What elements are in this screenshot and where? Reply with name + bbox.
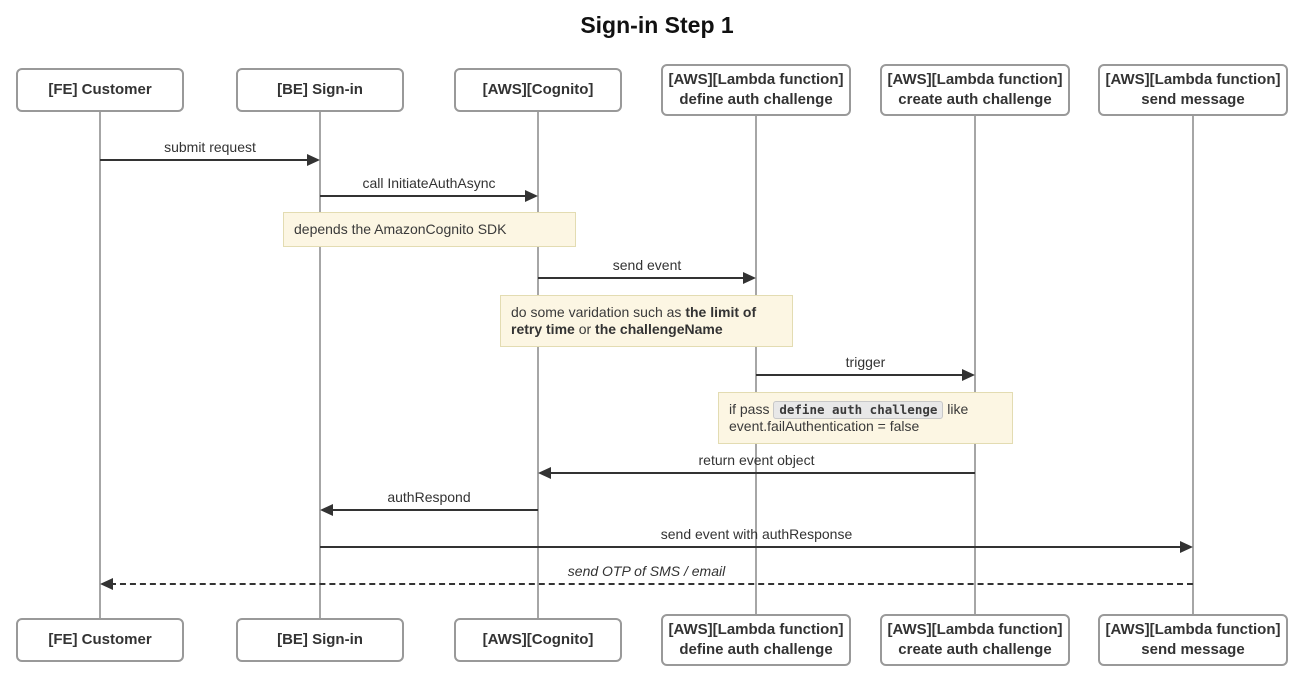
actor-bottom-aws-cognito: [AWS][Cognito] [454,618,622,662]
message-arrowhead-call-initiateauthasync [525,190,538,202]
message-line-send-otp-of-sms-email [110,583,1193,585]
note-text-segment: if pass [729,401,774,417]
actor-label-line: [FE] Customer [48,81,152,98]
message-line-send-event [538,277,746,279]
lifeline-be-sign-in [319,112,321,618]
message-label-trigger: trigger [845,354,886,370]
message-arrowhead-send-event [743,272,756,284]
actor-top-fe-customer: [FE] Customer [16,68,184,112]
note-text-segment: do some varidation such as [511,304,686,320]
actor-top-lambda-define-auth-challenge: [AWS][Lambda function] define auth challe… [661,64,851,116]
message-arrowhead-return-event-object [538,467,551,479]
lifeline-lambda-send-message [1192,112,1194,618]
actor-bottom-be-sign-in: [BE] Sign-in [236,618,404,662]
note-2: do some varidation such as the limit of … [500,295,793,347]
message-line-call-initiateauthasync [320,195,528,197]
actor-bottom-lambda-send-message: [AWS][Lambda function] send message [1098,614,1288,666]
message-line-submit-request [100,159,310,161]
actor-label-line: [AWS][Lambda function] [668,71,844,88]
message-label-send-event-with-authresponse: send event with authResponse [660,526,853,542]
actor-label-line: [AWS][Lambda function] [887,621,1063,638]
message-label-submit-request: submit request [164,139,256,155]
actor-label-line: [AWS][Lambda function] [1105,71,1281,88]
note-text-segment: like event.failAuthentication = false [729,401,969,434]
actor-label-line: send message [1141,641,1245,658]
lifeline-lambda-define-auth-challenge [755,112,757,618]
actor-label-line: create auth challenge [898,641,1052,658]
lifeline-lambda-create-auth-challenge [974,112,976,618]
actor-label-line: [AWS][Lambda function] [887,71,1063,88]
message-line-return-event-object [548,472,975,474]
actor-label-line: [AWS][Lambda function] [1105,621,1281,638]
actor-top-lambda-send-message: [AWS][Lambda function] send message [1098,64,1288,116]
note-text-segment: or [574,321,596,337]
diagram-title: Sign-in Step 1 [580,12,734,38]
actor-label-line: define auth challenge [679,91,833,108]
note-text-segment: depends the AmazonCognito SDK [294,221,507,237]
actor-top-lambda-create-auth-challenge: [AWS][Lambda function] create auth challe… [880,64,1070,116]
message-arrowhead-authrespond [320,504,333,516]
actor-bottom-lambda-define-auth-challenge: [AWS][Lambda function] define auth challe… [661,614,851,666]
note-1: depends the AmazonCognito SDK [283,212,576,247]
actor-label-line: send message [1141,91,1245,108]
message-label-send-event: send event [612,257,682,273]
actor-label-line: [AWS][Cognito] [482,81,594,98]
message-label-authrespond: authRespond [387,489,471,505]
message-arrowhead-send-event-with-authresponse [1180,541,1193,553]
message-label-return-event-object: return event object [698,452,815,468]
actor-top-be-sign-in: [BE] Sign-in [236,68,404,112]
actor-label-line: [AWS][Lambda function] [668,621,844,638]
message-label-call-initiateauthasync: call InitiateAuthAsync [362,175,496,191]
actor-label-line: define auth challenge [679,641,833,658]
message-line-send-event-with-authresponse [320,546,1183,548]
lifeline-aws-cognito [537,112,539,618]
actor-top-aws-cognito: [AWS][Cognito] [454,68,622,112]
lifeline-fe-customer [99,112,101,618]
actor-bottom-fe-customer: [FE] Customer [16,618,184,662]
actor-label-line: [FE] Customer [48,631,152,648]
actor-label-line: create auth challenge [898,91,1052,108]
actor-label-line: [BE] Sign-in [277,81,363,98]
actor-label-line: [AWS][Cognito] [482,631,594,648]
actor-bottom-lambda-create-auth-challenge: [AWS][Lambda function] create auth challe… [880,614,1070,666]
actor-label-line: [BE] Sign-in [277,631,363,648]
message-label-send-otp-of-sms-email: send OTP of SMS / email [567,563,726,579]
message-arrowhead-send-otp-of-sms-email [100,578,113,590]
message-line-trigger [756,374,965,376]
message-arrowhead-submit-request [307,154,320,166]
note-code-chip: define auth challenge [773,401,944,419]
message-arrowhead-trigger [962,369,975,381]
note-text-segment: the limit of retry time [511,304,757,337]
message-line-authrespond [330,509,538,511]
note-text-segment: the challengeName [595,321,723,337]
note-3: if pass define auth challenge like event… [718,392,1013,444]
